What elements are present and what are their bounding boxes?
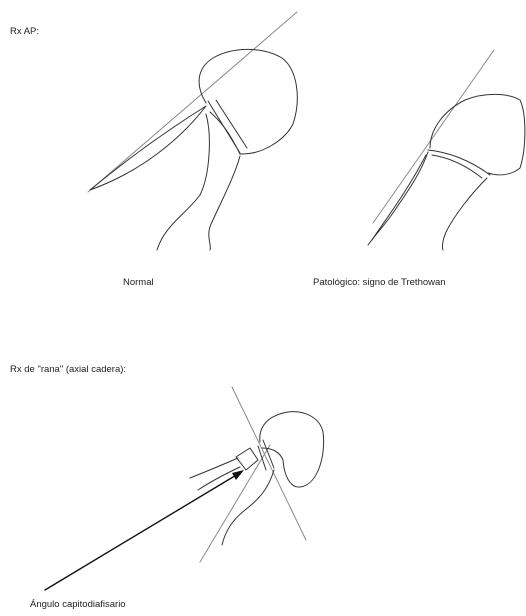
angle-label: Ángulo capitodiafisario <box>30 600 126 610</box>
frog-shaft-axis-line <box>200 445 270 562</box>
frog-neck-wedge <box>236 448 258 470</box>
angle-arrow-head <box>232 470 244 480</box>
frog-physis <box>258 440 274 470</box>
frog-femoral-head <box>260 412 324 487</box>
frog-reference-line <box>232 387 306 540</box>
frog-neck-upper <box>190 458 240 490</box>
angle-arrow-shaft <box>45 474 238 590</box>
